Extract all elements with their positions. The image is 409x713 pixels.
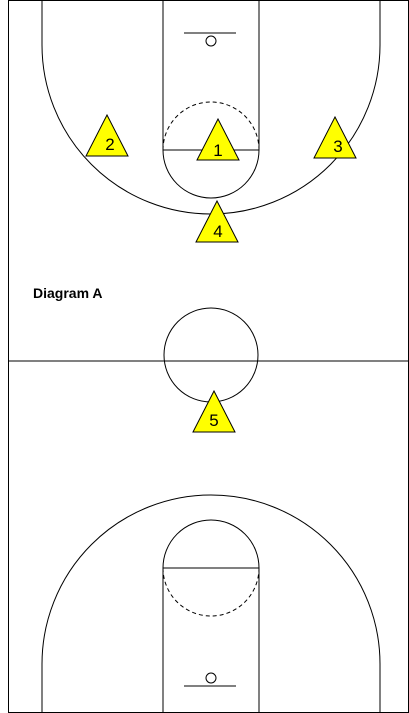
player-1: 1: [196, 117, 240, 161]
court-boundary: [8, 0, 409, 713]
top-hoop: [205, 35, 217, 47]
player-3: 3: [313, 115, 357, 159]
player-marker-icon: [313, 115, 357, 159]
bottom-three-point-arc: [41, 494, 381, 713]
player-number: 2: [105, 135, 114, 154]
player-5: 5: [192, 389, 236, 433]
top-three-point-arc: [41, 0, 381, 215]
player-marker-icon: [195, 199, 239, 243]
player-number: 5: [209, 411, 218, 430]
bottom-free-throw-circle-dashed: [162, 567, 260, 617]
player-marker-icon: [85, 113, 129, 157]
bottom-free-throw-circle-solid: [162, 519, 260, 569]
top-free-throw-circle-dashed: [162, 101, 260, 151]
bottom-hoop: [205, 672, 217, 684]
top-key: [162, 0, 260, 151]
top-half-court: [41, 0, 381, 215]
player-marker-icon: [196, 117, 240, 161]
center-circle: [163, 307, 259, 403]
player-number: 3: [333, 137, 342, 156]
player-4: 4: [195, 199, 239, 243]
diagram-label: Diagram A: [33, 285, 103, 301]
top-free-throw-circle-solid: [162, 149, 260, 199]
player-marker-icon: [192, 389, 236, 433]
bottom-key: [162, 567, 260, 713]
player-number: 1: [213, 141, 222, 160]
bottom-half-court: [41, 494, 381, 713]
player-number: 4: [213, 222, 222, 241]
player-2: 2: [85, 113, 129, 157]
